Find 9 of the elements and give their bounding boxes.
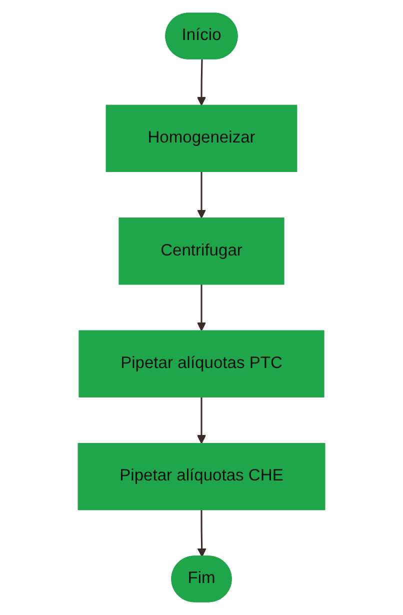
arrow <box>196 396 206 444</box>
node-box: Pipetar alíquotas PTC <box>78 330 324 398</box>
arrow <box>196 172 206 218</box>
node-box: Pipetar alíquotas CHE <box>78 442 326 510</box>
arrow <box>197 510 206 558</box>
node-box: Homogeneizar <box>106 104 298 172</box>
node-box: Centrifugar <box>118 218 284 285</box>
arrow <box>196 59 206 106</box>
arrow <box>196 284 206 332</box>
